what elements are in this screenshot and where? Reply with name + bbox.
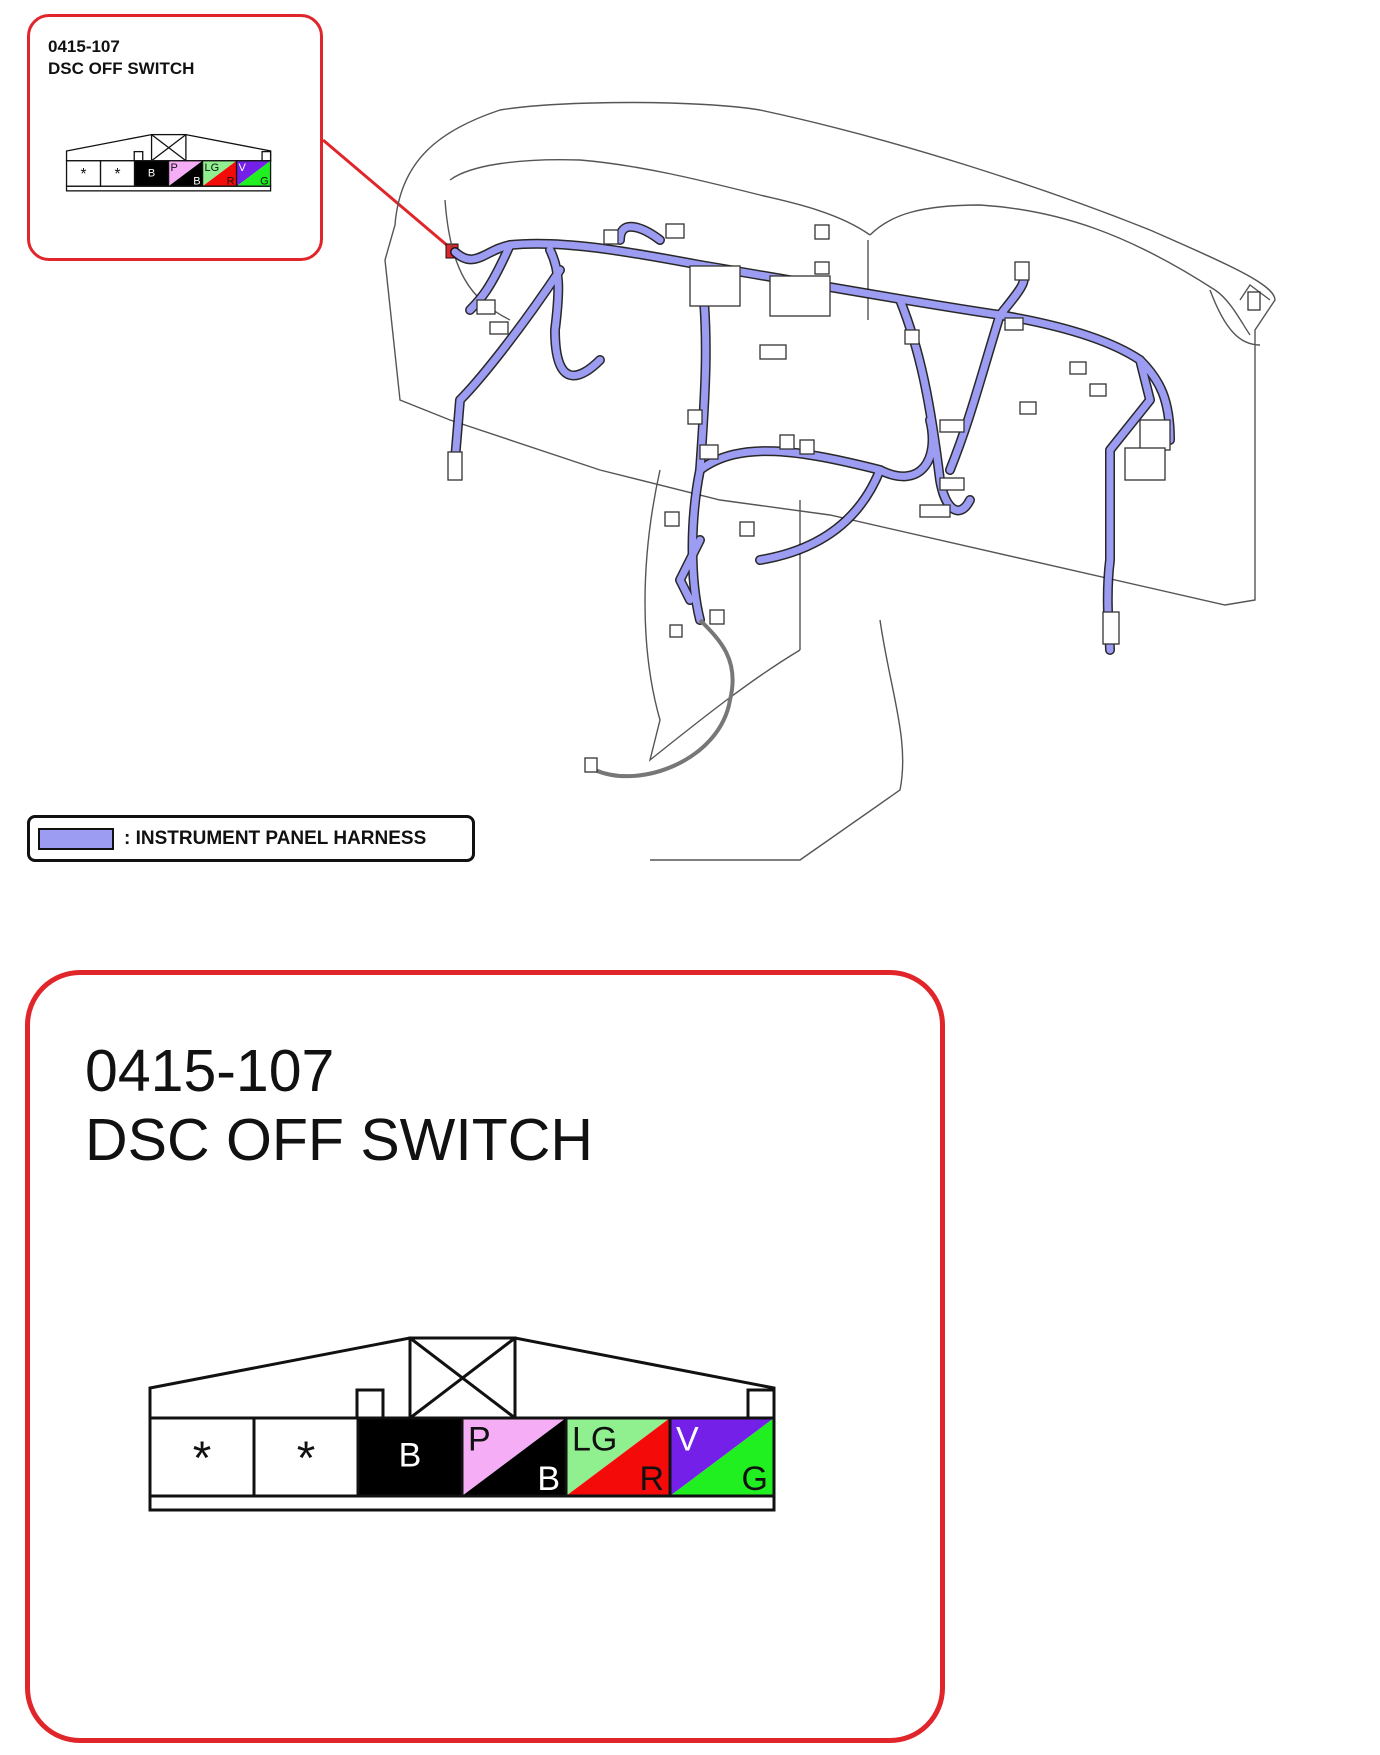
harness-connectors [447, 223, 1261, 773]
connector-face-small: * * B P B LG RV G [65, 133, 272, 192]
large-face-cavity-4-top-label: P [468, 1420, 491, 1458]
large-face-cavity-6-top-label: V [676, 1420, 699, 1458]
large-face-key-left [355, 1388, 385, 1420]
callout-leader-line [322, 138, 456, 254]
large-face-cavity-6-bottom-label: G [742, 1460, 768, 1498]
large-face-cavity-4-bottom-label: B [537, 1460, 560, 1498]
small-face-cavity-5-top-label: LG [205, 162, 220, 174]
large-face-cavity-2-label: * [297, 1432, 316, 1485]
connector-code-large: 0415-107 [85, 1038, 335, 1104]
connector-name-large: DSC OFF SWITCH [85, 1107, 594, 1173]
large-face-cavity-2 [254, 1418, 358, 1496]
connector-name-small: DSC OFF SWITCH [48, 59, 195, 78]
small-face-cavity-4-top-label: P [171, 162, 178, 174]
large-face-cavity-5-lower [566, 1418, 670, 1496]
pigtail-wire [594, 618, 735, 779]
large-face-cavity-6-lower [670, 1418, 774, 1496]
legend-label: : INSTRUMENT PANEL HARNESS [124, 828, 427, 849]
large-face-cavity-3-label: B [399, 1436, 422, 1474]
large-face-key-right [746, 1388, 776, 1420]
small-face-cavity-5-bottom-label: R [227, 175, 235, 187]
large-face-cavity-5-bottom-label: R [639, 1460, 664, 1498]
small-face-cavity-3-label: B [148, 168, 155, 180]
large-face-cavity-1 [150, 1418, 254, 1496]
connector-face-large: * * B P B LG RV G [148, 1336, 776, 1512]
small-face-cavity-4-bottom-label: B [193, 175, 200, 187]
small-face-cavity-2-label: * [115, 166, 121, 183]
small-face-cavity-6-bottom-label: G [260, 175, 269, 187]
small-face-cavity-2 [100, 160, 135, 187]
small-face-cavity-6-top-label: V [239, 162, 247, 174]
small-face-cavity-1 [66, 160, 101, 187]
large-face-cavity-1-label: * [193, 1432, 212, 1485]
large-face-cavity-3 [358, 1418, 462, 1496]
small-face-cavity-1-label: * [81, 166, 87, 183]
harness-location-diagram [322, 101, 1276, 861]
dashboard-outline [384, 101, 1276, 861]
large-face-cavity-4-lower [462, 1418, 566, 1496]
large-face-bottom-rail [148, 1494, 776, 1512]
instrument-panel-harness [451, 223, 1174, 654]
connector-code-small: 0415-107 [48, 37, 120, 56]
legend-swatch [38, 828, 114, 850]
large-face-cavity-5-top-label: LG [572, 1420, 617, 1458]
small-face-cavity-3 [134, 160, 169, 187]
harness-legend: : INSTRUMENT PANEL HARNESS [27, 815, 475, 862]
small-face-cavity-4-upper [168, 160, 203, 187]
small-face-bottom-rail [65, 185, 272, 192]
